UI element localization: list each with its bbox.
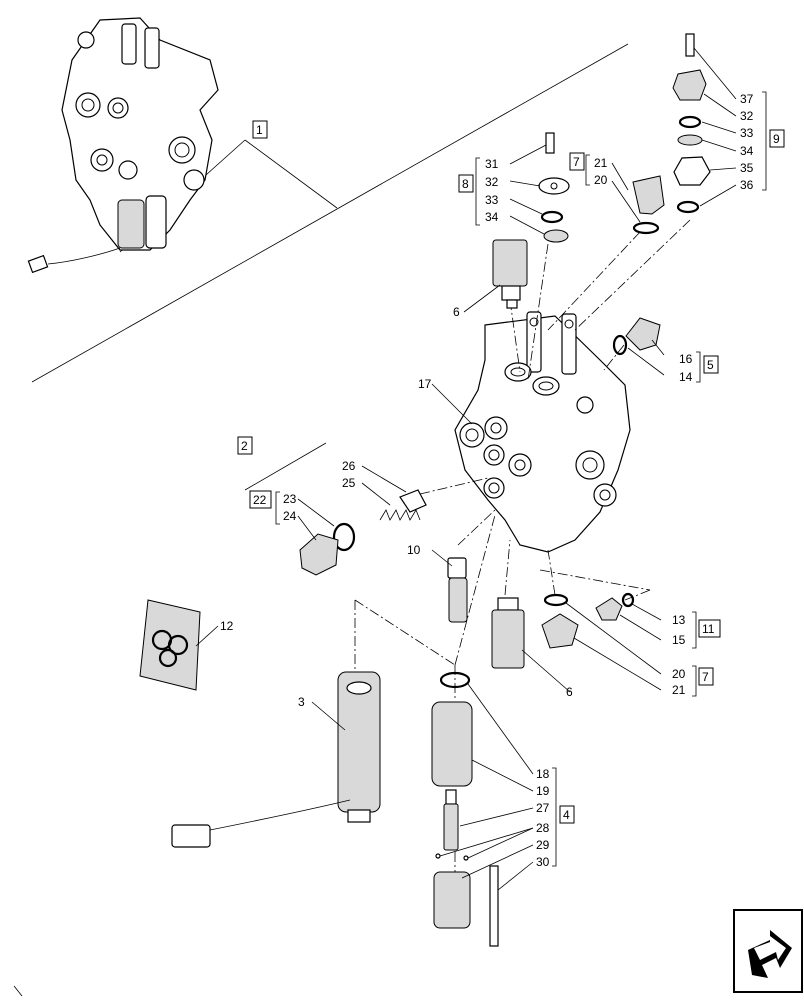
callout-6: 6 (453, 305, 460, 319)
callout-16: 16 (679, 352, 693, 366)
box-8: 8 (462, 177, 469, 191)
callout-25: 25 (342, 476, 356, 490)
callout-14: 14 (679, 370, 693, 384)
callout-34: 34 (485, 210, 499, 224)
valve-assembly-overview (27, 17, 219, 274)
sensor-10 (447, 557, 468, 623)
box-7: 7 (702, 670, 709, 684)
callout-13: 13 (672, 613, 686, 627)
callout-23: 23 (283, 492, 297, 506)
boxed-references: 1 2 22 8 7 9 5 11 7 4 (237, 120, 785, 824)
relief-parts (244, 442, 427, 576)
callout-15: 15 (672, 633, 686, 647)
callout-6: 6 (566, 685, 573, 699)
callout-numbers: 31 32 33 34 21 20 37 32 33 34 35 36 6 16… (220, 92, 754, 869)
callout-35: 35 (740, 161, 754, 175)
seal-kit-bag (139, 599, 201, 691)
box-22: 22 (253, 493, 267, 507)
plug-group-bottom (541, 592, 635, 649)
leader-lines (195, 47, 737, 891)
box-9: 9 (773, 132, 780, 146)
box-2: 2 (241, 439, 248, 453)
plug-16-group (612, 317, 661, 356)
callout-21: 21 (672, 683, 686, 697)
box-1: 1 (256, 123, 263, 137)
callout-36: 36 (740, 178, 754, 192)
valve-body (454, 311, 631, 553)
cartridge-6-bottom (491, 597, 525, 669)
plug-21-top (632, 175, 665, 235)
callout-12: 12 (220, 619, 234, 633)
box-5: 5 (707, 358, 714, 372)
box-11: 11 (702, 622, 715, 636)
arrow-icon[interactable] (733, 909, 803, 993)
callout-20: 20 (594, 173, 608, 187)
kit-4-parts (431, 671, 499, 947)
brackets (275, 91, 767, 867)
callout-19: 19 (536, 784, 550, 798)
callout-33: 33 (485, 193, 499, 207)
callout-26: 26 (342, 459, 356, 473)
callout-28: 28 (536, 821, 550, 835)
callout-37: 37 (740, 92, 754, 106)
callout-30: 30 (536, 855, 550, 869)
callout-34: 34 (740, 144, 754, 158)
callout-33: 33 (740, 126, 754, 140)
callout-27: 27 (536, 801, 550, 815)
callout-3: 3 (298, 695, 305, 709)
callout-21: 21 (594, 156, 608, 170)
callout-32: 32 (740, 109, 754, 123)
box-7: 7 (573, 155, 580, 169)
callout-29: 29 (536, 838, 550, 852)
callout-10: 10 (407, 543, 421, 557)
kit-8-parts (538, 132, 570, 243)
callout-31: 31 (485, 157, 499, 171)
kit-9-parts (672, 33, 711, 214)
assembly-lines (354, 219, 691, 880)
callout-17: 17 (418, 377, 432, 391)
box-4: 4 (563, 808, 570, 822)
solenoid-3 (171, 671, 381, 848)
callout-24: 24 (283, 509, 297, 523)
callout-20: 20 (672, 667, 686, 681)
cartridge-6-top (492, 239, 528, 309)
callout-18: 18 (536, 767, 550, 781)
callout-32: 32 (485, 175, 499, 189)
